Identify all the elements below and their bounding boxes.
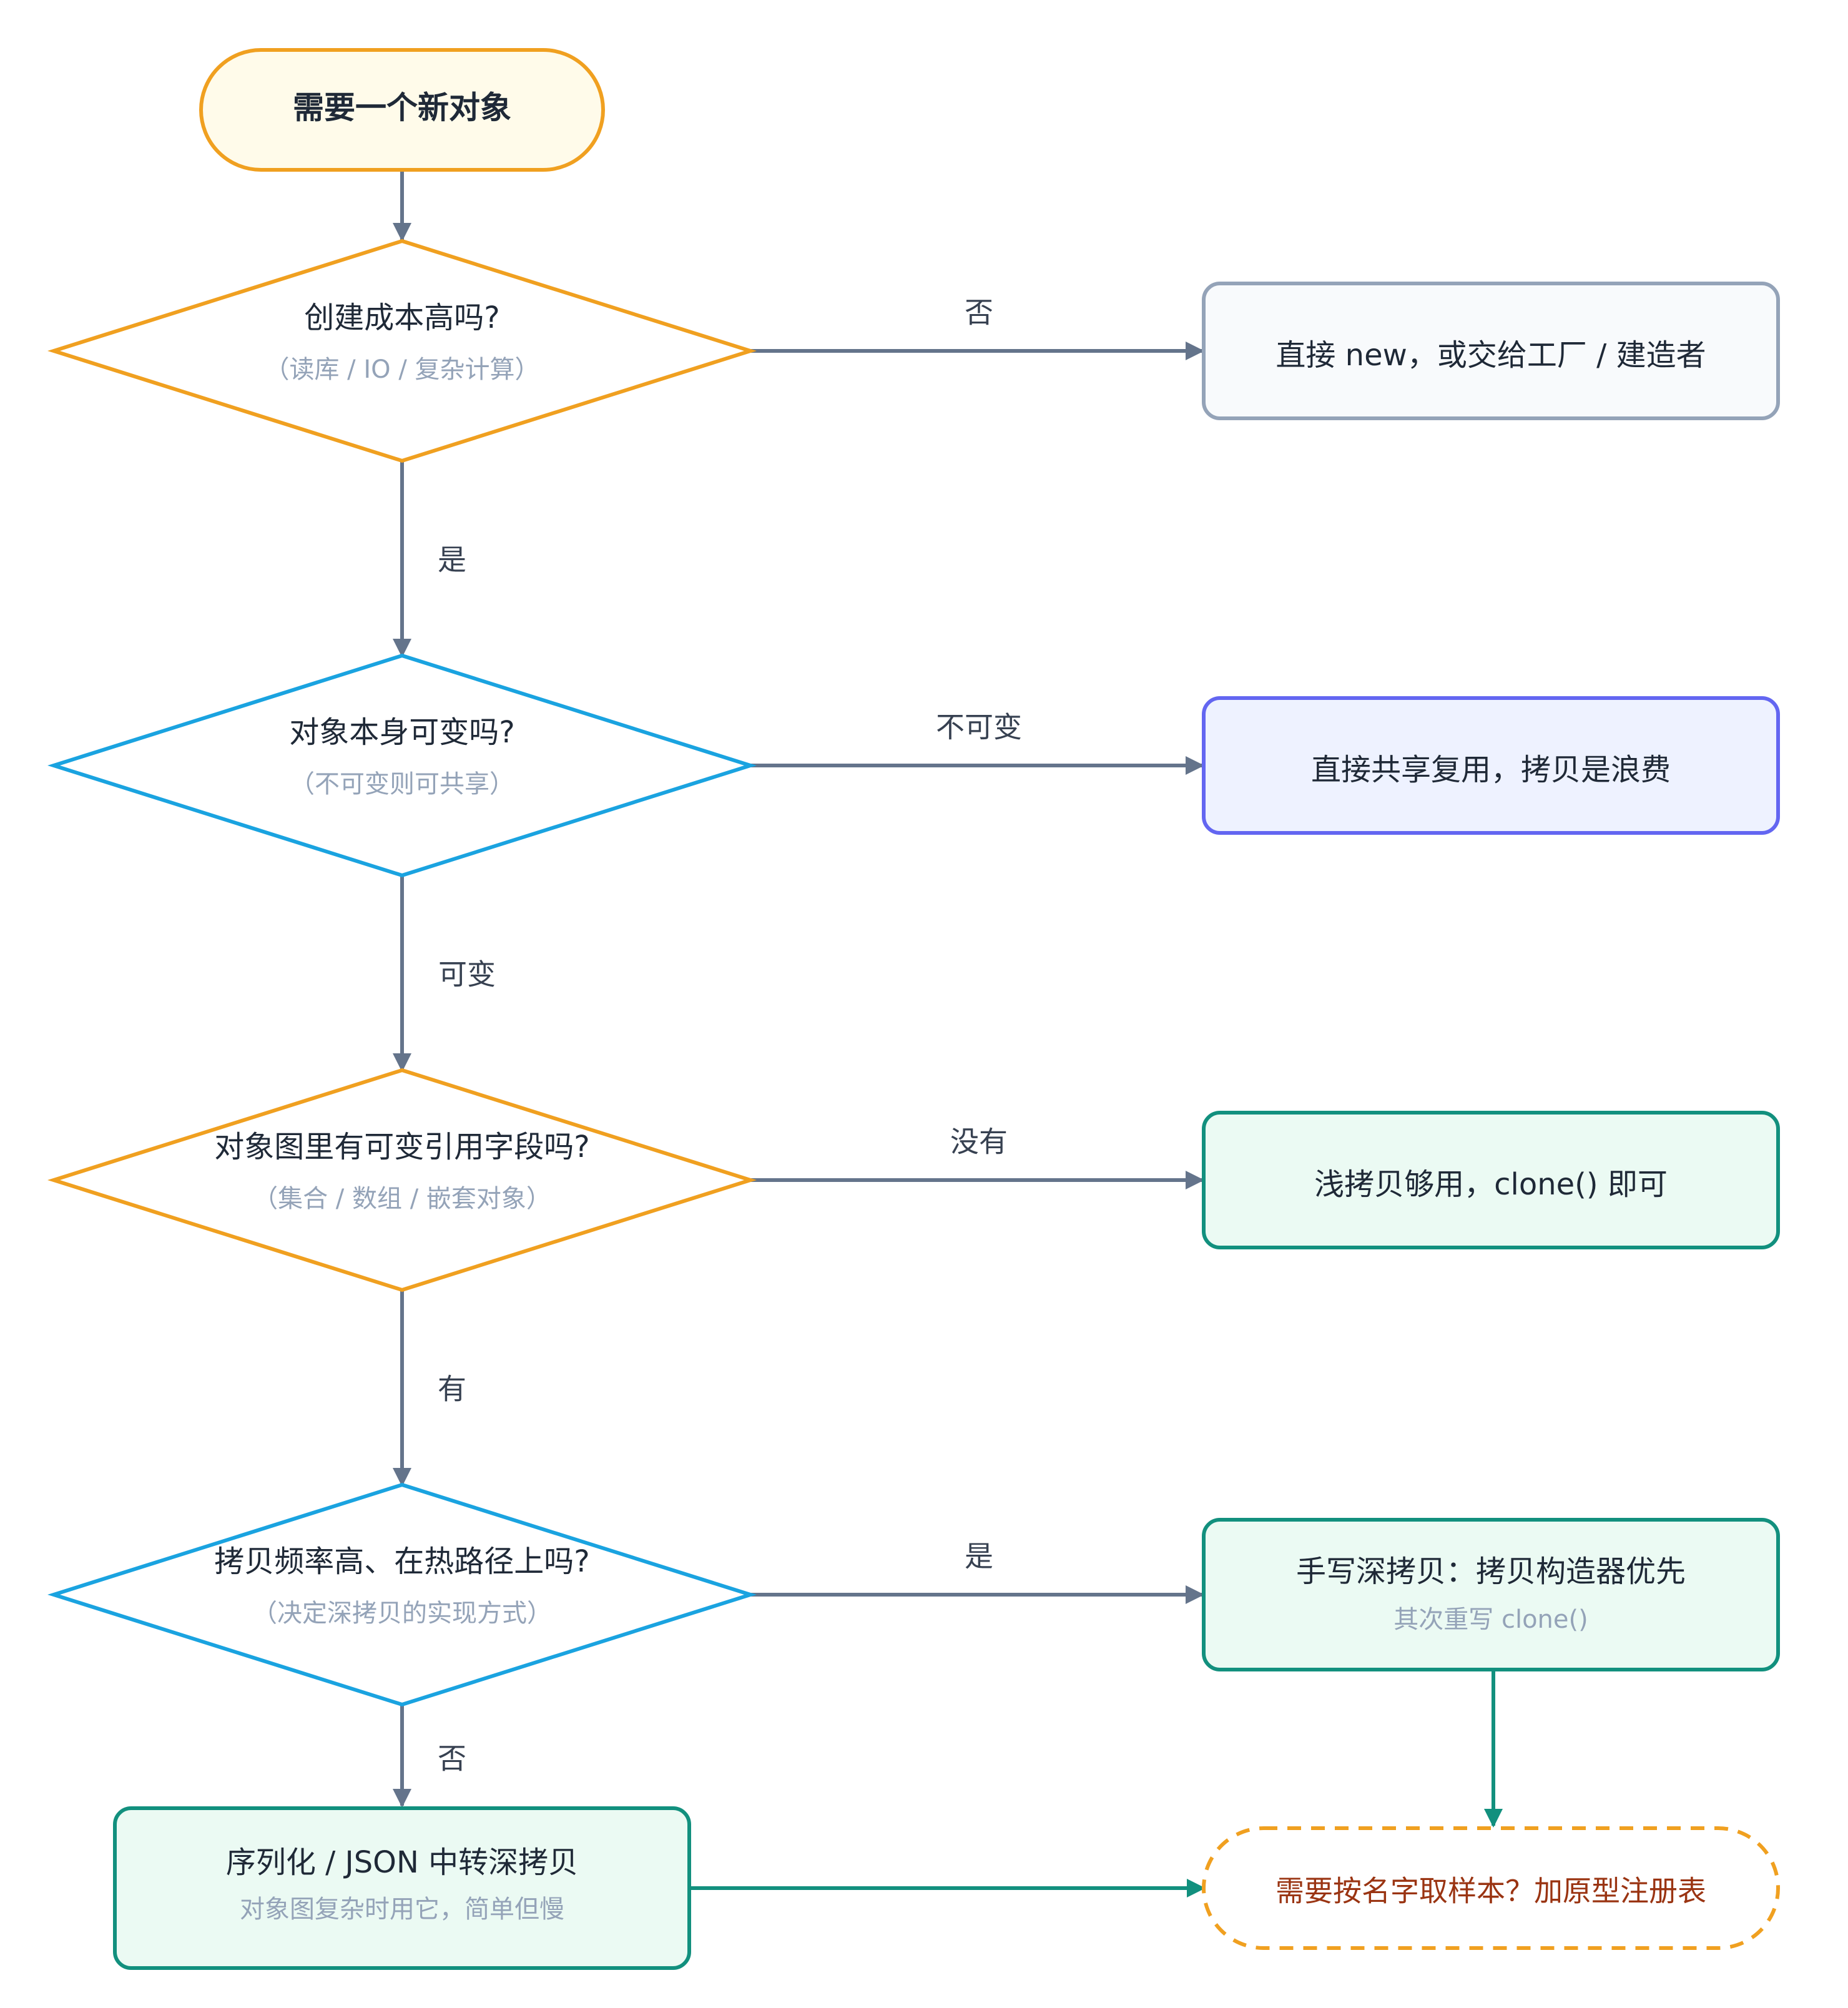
decision-mutable-label: 对象本身可变吗? xyxy=(289,715,514,750)
result-shallow-copy-label: 浅拷贝够用，clone() 即可 xyxy=(1314,1167,1668,1202)
start-node-shape xyxy=(199,48,605,172)
result-serialization-copy-shape xyxy=(113,1806,691,1970)
result-serialization-copy-sub: 对象图复杂时用它，简单但慢 xyxy=(240,1895,564,1924)
start-node: 需要一个新对象 xyxy=(199,48,605,172)
result-serialization-copy-label: 序列化 / JSON 中转深拷贝 xyxy=(226,1845,578,1880)
decision-reference-fields-sub: （集合 / 数组 / 嵌套对象） xyxy=(253,1184,551,1213)
edge-label-d1-yes: 是 xyxy=(438,543,466,577)
result-new-or-factory-shape xyxy=(1202,282,1780,420)
decision-mutable: 对象本身可变吗? （不可变则可共享） xyxy=(47,653,757,878)
result-manual-deep-copy: 手写深拷贝：拷贝构造器优先 其次重写 clone() xyxy=(1202,1518,1780,1671)
result-share-reuse-shape xyxy=(1202,696,1780,835)
decision-reference-fields-shape xyxy=(47,1068,757,1292)
edges xyxy=(393,170,1503,1897)
edge-label-d1-no: 否 xyxy=(965,296,993,330)
result-new-or-factory: 直接 new，或交给工厂 / 建造者 xyxy=(1202,282,1780,420)
decision-hot-path: 拷贝频率高、在热路径上吗? （决定深拷贝的实现方式） xyxy=(47,1482,757,1707)
edge-label-d4-no: 否 xyxy=(438,1742,466,1776)
decision-hot-path-sub: （决定深拷贝的实现方式） xyxy=(252,1599,552,1628)
result-shallow-copy-shape xyxy=(1202,1111,1780,1249)
result-prototype-registry-shape xyxy=(1202,1826,1780,1950)
edge-labels: 否 是 不可变 可变 没有 有 是 否 xyxy=(438,296,1022,1776)
decision-cost-sub: （读库 / IO / 复杂计算） xyxy=(264,355,539,384)
edge-label-d2-immutable: 不可变 xyxy=(936,711,1022,744)
result-manual-deep-copy-label: 手写深拷贝：拷贝构造器优先 xyxy=(1296,1554,1686,1589)
result-manual-deep-copy-shape xyxy=(1202,1518,1780,1671)
decision-cost: 创建成本高吗? （读库 / IO / 复杂计算） xyxy=(47,239,757,463)
edge-label-d4-yes: 是 xyxy=(965,1540,993,1573)
decision-reference-fields: 对象图里有可变引用字段吗? （集合 / 数组 / 嵌套对象） xyxy=(47,1068,757,1292)
edge-label-d3-none: 没有 xyxy=(950,1125,1008,1159)
result-share-reuse-label: 直接共享复用，拷贝是浪费 xyxy=(1311,752,1671,787)
decision-cost-label: 创建成本高吗? xyxy=(304,300,499,335)
result-share-reuse: 直接共享复用，拷贝是浪费 xyxy=(1202,696,1780,835)
edge-label-d3-has: 有 xyxy=(438,1372,466,1406)
start-node-label: 需要一个新对象 xyxy=(293,90,511,126)
decision-mutable-sub: （不可变则可共享） xyxy=(290,770,514,799)
decision-hot-path-shape xyxy=(47,1482,757,1707)
result-serialization-copy: 序列化 / JSON 中转深拷贝 对象图复杂时用它，简单但慢 xyxy=(113,1806,691,1970)
result-prototype-registry-label: 需要按名字取样本？加原型注册表 xyxy=(1275,1874,1706,1908)
decision-mutable-shape xyxy=(47,653,757,878)
result-prototype-registry: 需要按名字取样本？加原型注册表 xyxy=(1202,1826,1780,1950)
decision-reference-fields-label: 对象图里有可变引用字段吗? xyxy=(214,1130,589,1164)
result-manual-deep-copy-sub: 其次重写 clone() xyxy=(1393,1605,1588,1634)
edge-label-d2-mutable: 可变 xyxy=(438,958,496,992)
decision-cost-shape xyxy=(47,239,757,463)
result-new-or-factory-label: 直接 new，或交给工厂 / 建造者 xyxy=(1275,338,1706,373)
decision-hot-path-label: 拷贝频率高、在热路径上吗? xyxy=(214,1544,589,1579)
result-shallow-copy: 浅拷贝够用，clone() 即可 xyxy=(1202,1111,1780,1249)
